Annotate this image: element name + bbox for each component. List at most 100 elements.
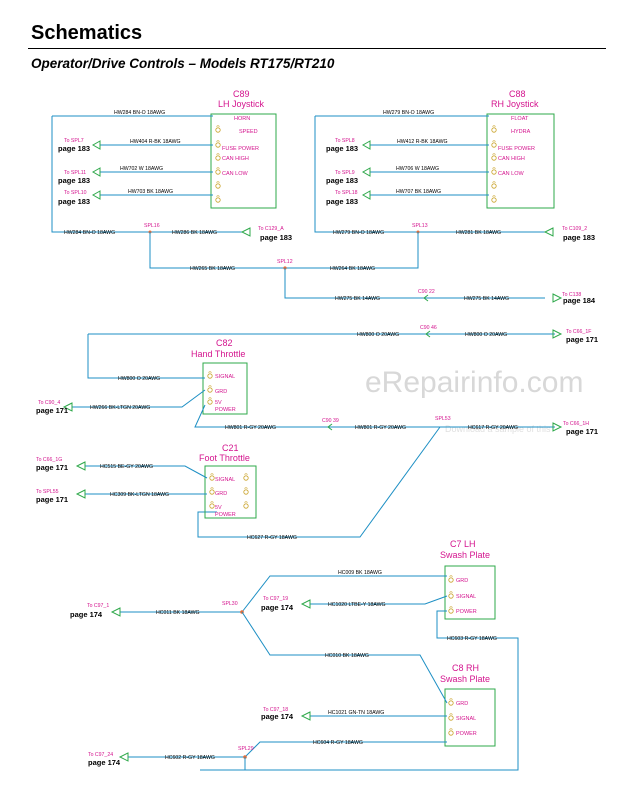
watermark-tagline: Download a sample of this: [445, 424, 551, 434]
c82-pin-signal: SIGNAL: [215, 374, 235, 380]
c89-pin-fuse: FUSE POWER: [222, 146, 259, 152]
wire-hw800-c: HW800 O 20AWG: [118, 376, 160, 382]
wire-hw286: HW286 BK 18AWG: [172, 230, 217, 236]
wire-hc1020: HC1020 LTBE-Y 18AWG: [328, 602, 386, 608]
wire-hw801-b: HW801 R-GY 20AWG: [355, 425, 406, 431]
ref-c97-18: To C97_18: [263, 707, 288, 713]
wire-hw706: HW706 W 18AWG: [396, 166, 439, 172]
splice-c90-39: C90 39: [322, 418, 339, 424]
splice-spl53: SPL53: [435, 416, 451, 422]
c89-wiring: HW284 BN-O 18AWG HW404 R-BK 18AWG HW702 …: [51, 110, 292, 272]
c8-pin-power: POWER: [456, 731, 477, 737]
c88-hydra: HYDRA: [511, 129, 531, 135]
wire-hw801-a: HW801 R-GY 20AWG: [225, 425, 276, 431]
connector-c89: C89 LH Joystick HORN SPEED FUSE POWER CA…: [210, 89, 277, 209]
splice-c90-22: C90 22: [418, 289, 435, 295]
wire-hw275-b: HW275 BK 14AWG: [464, 296, 509, 302]
splice-spl13: SPL13: [412, 223, 428, 229]
ref-spl9-page: page 183: [326, 176, 358, 185]
wire-hw707: HW707 BK 18AWG: [396, 189, 441, 195]
ref-c66-1g-page: page 171: [36, 463, 68, 472]
ref-spl55-page: page 171: [36, 495, 68, 504]
ref-c97-24-page: page 174: [88, 758, 121, 767]
ref-c66-1g: To C66_1G: [36, 457, 62, 463]
c21-pin-5v: 5V: [215, 505, 222, 511]
wire-hw800-b: HW800 O 20AWG: [465, 332, 507, 338]
wire-hw266: HW266 BK-LTGN 20AWG: [90, 405, 150, 411]
ref-spl7: To SPL7: [64, 138, 84, 144]
c88-pin-fuse: FUSE POWER: [498, 146, 535, 152]
c89-horn: HORN: [234, 116, 250, 122]
wire-hc009: HC009 BK 18AWG: [338, 570, 382, 576]
c89-pin-canl: CAN LOW: [222, 171, 248, 177]
ref-spl11: To SPL11: [64, 170, 86, 176]
c82-box: [202, 362, 248, 415]
c89-pin-canh: CAN HIGH: [222, 156, 249, 162]
c8-name: Swash Plate: [440, 674, 490, 684]
c7-pin-power: POWER: [456, 609, 477, 615]
c7-box: [444, 565, 496, 620]
page-title: Schematics: [31, 22, 143, 44]
wire-hw284-top: HW284 BN-O 18AWG: [114, 110, 165, 116]
c88-box: [486, 113, 555, 209]
wire-hc011: HC011 BK 18AWG: [156, 610, 200, 616]
c82-pin-5v: 5V: [215, 400, 222, 406]
ref-c66-1h-page: page 171: [566, 427, 598, 436]
c82-id: C82: [216, 338, 233, 348]
wire-hw404: HW404 R-BK 18AWG: [130, 139, 181, 145]
c88-pin-canl: CAN LOW: [498, 171, 524, 177]
ref-c129-page: page 183: [260, 233, 292, 242]
watermark-text: eRepairinfo.com: [365, 366, 583, 399]
c82-name: Hand Throttle: [191, 349, 245, 359]
connector-c21: C21 Foot Throttle SIGNAL GRD 5V POWER: [199, 443, 257, 519]
c88-id: C88: [509, 89, 526, 99]
c21-pin-power: POWER: [215, 512, 236, 518]
wire-hw275-a: HW275 BK 14AWG: [335, 296, 380, 302]
ref-c97-24: To C97_24: [88, 752, 113, 758]
c8-box: [444, 688, 496, 747]
swash-wiring: HC009 BK 18AWG To C97_1 page 174 HC011 B…: [70, 570, 519, 771]
c88-wiring: HW279 BN-O 18AWG HW412 R-BK 18AWG HW706 …: [277, 110, 596, 305]
wire-hc010: HC010 BK 18AWG: [325, 653, 369, 659]
wire-hw284-bot: HW284 BN-O 18AWG: [64, 230, 115, 236]
wire-hc515: HC515 BE-GY 20AWG: [100, 464, 153, 470]
c88-float: FLOAT: [511, 116, 529, 122]
wire-hw279-top: HW279 BN-O 18AWG: [383, 110, 434, 116]
wire-hw412: HW412 R-BK 18AWG: [397, 139, 448, 145]
wire-hc602: HC602 R-GY 18AWG: [165, 755, 215, 761]
wire-hw265: HW265 BK 18AWG: [190, 266, 235, 272]
c21-wiring: To C66_1G page 171 HC515 BE-GY 20AWG To …: [36, 457, 208, 504]
ref-c109: To C109_2: [562, 226, 587, 232]
ref-c97-18-page: page 174: [261, 712, 294, 721]
c7-pin-grd: GRD: [456, 578, 468, 584]
ref-c90-4: To C90_4: [38, 400, 60, 406]
ref-c97-19-page: page 174: [261, 603, 294, 612]
wire-hw264: HW264 BK 18AWG: [330, 266, 375, 272]
ref-c129: To C129_A: [258, 226, 284, 232]
c21-box: [204, 465, 257, 519]
splice-spl16: SPL16: [144, 223, 160, 229]
ref-spl7-page: page 183: [58, 144, 90, 153]
ref-c90-4-page: page 171: [36, 406, 68, 415]
c8-pin-signal: SIGNAL: [456, 716, 476, 722]
ref-c66-1f: To C66_1F: [566, 329, 591, 335]
ref-spl10-page: page 183: [58, 197, 90, 206]
ref-spl8: To SPL8: [335, 138, 355, 144]
page-subtitle: Operator/Drive Controls – Models RT175/R…: [31, 56, 335, 71]
wire-hc1021: HC1021 GN-TN 18AWG: [328, 710, 384, 716]
splice-spl12: SPL12: [277, 259, 293, 265]
ref-c97-19: To C97_19: [263, 596, 288, 602]
connector-c82: C82 Hand Throttle SIGNAL GRD 5V POWER: [191, 338, 248, 415]
ref-spl10: To SPL10: [64, 190, 87, 196]
c21-id: C21: [222, 443, 239, 453]
c88-name: RH Joystick: [491, 99, 539, 109]
wire-hc604: HC604 R-GY 18AWG: [313, 740, 363, 746]
ref-c97-1: To C97_1: [87, 603, 109, 609]
splice-spl30: SPL30: [222, 601, 238, 607]
c82-pin-power: POWER: [215, 407, 236, 413]
connector-c88: C88 RH Joystick FLOAT HYDRA FUSE POWER C…: [486, 89, 555, 209]
c7-name: Swash Plate: [440, 550, 490, 560]
wire-hw800-a: HW800 O 20AWG: [357, 332, 399, 338]
c8-id: C8 RH: [452, 663, 479, 673]
c82-pin-grd: GRD: [215, 389, 227, 395]
